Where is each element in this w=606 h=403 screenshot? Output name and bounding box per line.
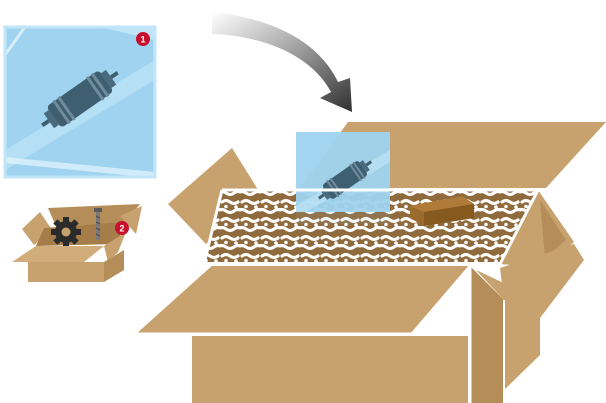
box-front — [192, 336, 468, 403]
badge-two-label: 2 — [119, 223, 124, 233]
anti-static-bag: 1 — [3, 25, 157, 179]
small-box-flap-front — [12, 246, 104, 262]
screw-icon — [94, 208, 102, 240]
small-box-flap-right — [120, 206, 142, 234]
motor-part-icon — [41, 69, 119, 129]
box-left-flap — [168, 148, 262, 244]
small-box-flap-back — [48, 204, 140, 226]
small-box-front — [28, 262, 104, 282]
small-box-flap-left — [22, 212, 52, 245]
small-brown-box-icon — [410, 196, 474, 226]
curved-arrow-icon — [212, 12, 352, 112]
small-box-icon: 2 — [12, 204, 142, 282]
box-side — [470, 266, 504, 403]
badge-one-label: 1 — [140, 34, 145, 44]
badge-two: 2 — [115, 221, 129, 235]
shipping-box-icon — [136, 122, 606, 403]
small-box-side — [104, 250, 124, 282]
gear-icon — [51, 217, 81, 247]
box-front-flap — [136, 264, 470, 334]
badge-one: 1 — [136, 32, 150, 46]
bag-in-box — [296, 132, 390, 224]
